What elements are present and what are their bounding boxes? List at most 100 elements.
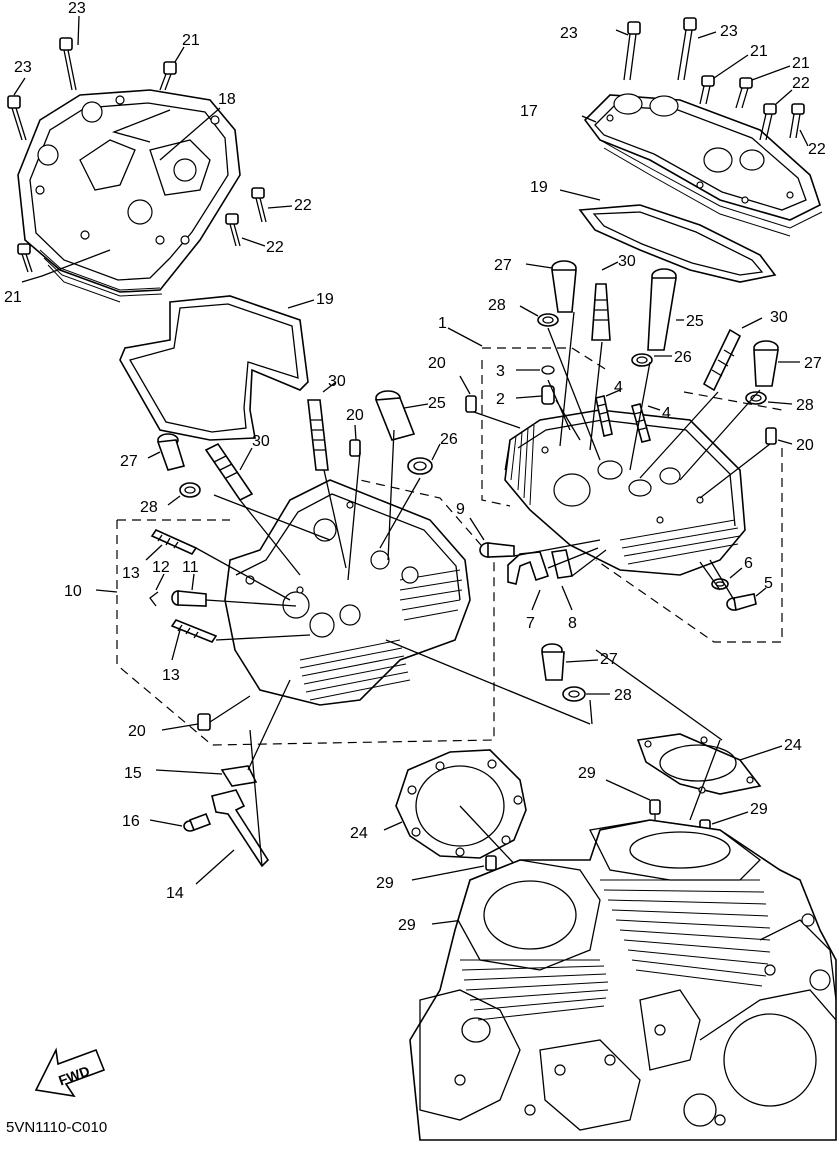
callout-30: 30: [770, 309, 788, 326]
callout-labels: 23 23 21 18 22 22 21 19 30 25 20 27 30 2…: [4, 0, 826, 934]
engine-cylinders-and-crankcase: [409, 819, 837, 1141]
callout-22: 22: [266, 239, 284, 256]
callout-4: 4: [662, 405, 671, 422]
callout-29: 29: [398, 917, 416, 934]
callout-22: 22: [792, 75, 810, 92]
callout-3: 3: [496, 363, 505, 380]
callout-26: 26: [440, 431, 458, 448]
dowel-20-rear-bottom: [161, 713, 211, 731]
stud-4-b: [631, 403, 661, 443]
spark-plug-30-front-a: [591, 261, 619, 341]
callout-13: 13: [162, 667, 180, 684]
callout-27: 27: [600, 651, 618, 668]
stud-4-a: [595, 389, 621, 437]
bolt-16: [149, 812, 212, 832]
bolt-22-right-b: [789, 103, 809, 147]
callout-20: 20: [796, 437, 814, 454]
stud-13-rear-bottom: [170, 619, 218, 661]
callout-30: 30: [328, 373, 346, 390]
gasket-28-front-bottom: [562, 686, 610, 702]
gasket-26-front: [631, 353, 672, 367]
callout-14: 14: [166, 885, 184, 902]
bolt-21-left-bottom: [17, 243, 111, 283]
bolt-23-right-a: [615, 21, 641, 81]
callout-25: 25: [428, 395, 446, 412]
callout-28: 28: [140, 499, 158, 516]
bolt-27-front-top: [525, 260, 577, 313]
bolt-21-right-b: [735, 65, 791, 109]
callout-15: 15: [124, 765, 142, 782]
bolt-9: [469, 517, 515, 558]
callout-23: 23: [68, 0, 86, 17]
callout-29: 29: [750, 801, 768, 818]
callout-27: 27: [494, 257, 512, 274]
callout-6: 6: [744, 555, 753, 572]
forward-direction-arrow: FWD: [34, 1047, 106, 1098]
pipe-bracket-15: [155, 765, 258, 787]
bolt-23-left: [7, 77, 27, 141]
callout-24: 24: [784, 737, 802, 754]
callout-21: 21: [182, 32, 200, 49]
callout-25: 25: [686, 313, 704, 330]
callout-20: 20: [128, 723, 146, 740]
callout-21: 21: [750, 43, 768, 60]
clip-12: [149, 573, 165, 607]
callout-20: 20: [428, 355, 446, 372]
bolt-22-right-a: [759, 89, 793, 141]
callout-28: 28: [488, 297, 506, 314]
oil-pipe-14: [195, 789, 270, 885]
bolt-21-left-top: [159, 46, 185, 91]
dowel-20-front-right: [765, 427, 793, 445]
stud-13-rear-top: [145, 528, 198, 561]
callout-23: 23: [14, 59, 32, 76]
bolt-21-right-a: [699, 54, 749, 105]
pipe-25-rear: [374, 390, 429, 441]
spark-plug-30-rear-a: [307, 381, 337, 471]
bolt-22-left-b: [225, 213, 266, 247]
head-cover-gasket-rear: [119, 295, 315, 441]
callout-20: 20: [346, 407, 364, 424]
dowel-20-front-left: [459, 375, 477, 413]
callout-30: 30: [252, 433, 270, 450]
callout-21: 21: [4, 289, 22, 306]
pipe-25-front: [647, 268, 684, 351]
gasket-28-rear: [167, 482, 201, 506]
head-gasket-front: [636, 733, 783, 795]
front-head-assembly-boundary: [481, 347, 783, 643]
callout-22: 22: [808, 141, 826, 158]
diagram-code: 5VN1110-C010: [6, 1119, 107, 1136]
callout-9: 9: [456, 501, 465, 518]
bolt-27-front-bottom: [541, 643, 599, 681]
callout-19: 19: [316, 291, 334, 308]
callout-19: 19: [530, 179, 548, 196]
callout-29: 29: [578, 765, 596, 782]
callout-4: 4: [614, 379, 623, 396]
clip-3: [516, 365, 555, 375]
callout-28: 28: [796, 397, 814, 414]
callout-28: 28: [614, 687, 632, 704]
head-gasket-rear: [383, 749, 527, 859]
bracket-8: [551, 549, 573, 611]
callout-18: 18: [218, 91, 236, 108]
callout-26: 26: [674, 349, 692, 366]
callout-30: 30: [618, 253, 636, 270]
callout-1: 1: [438, 315, 447, 332]
bolt-5: [726, 587, 767, 612]
head-cover-gasket-front: [559, 189, 777, 283]
valve-11: [171, 573, 207, 607]
spark-plug-30-front-b: [702, 317, 763, 392]
spark-plug-30-rear-b: [204, 442, 254, 502]
callout-5: 5: [764, 575, 773, 592]
callout-12: 12: [152, 559, 170, 576]
callout-23: 23: [720, 23, 738, 40]
callout-22: 22: [294, 197, 312, 214]
rear-head-assembly-boundary: [116, 479, 495, 746]
bolt-23-left-top: [59, 15, 80, 91]
callout-27: 27: [120, 453, 138, 470]
callout-17: 17: [520, 103, 538, 120]
dowel-20-rear-top: [349, 424, 361, 457]
callout-16: 16: [122, 813, 140, 830]
callout-2: 2: [496, 391, 505, 408]
callout-27: 27: [804, 355, 822, 372]
front-cylinder-head-cover: [583, 93, 823, 237]
